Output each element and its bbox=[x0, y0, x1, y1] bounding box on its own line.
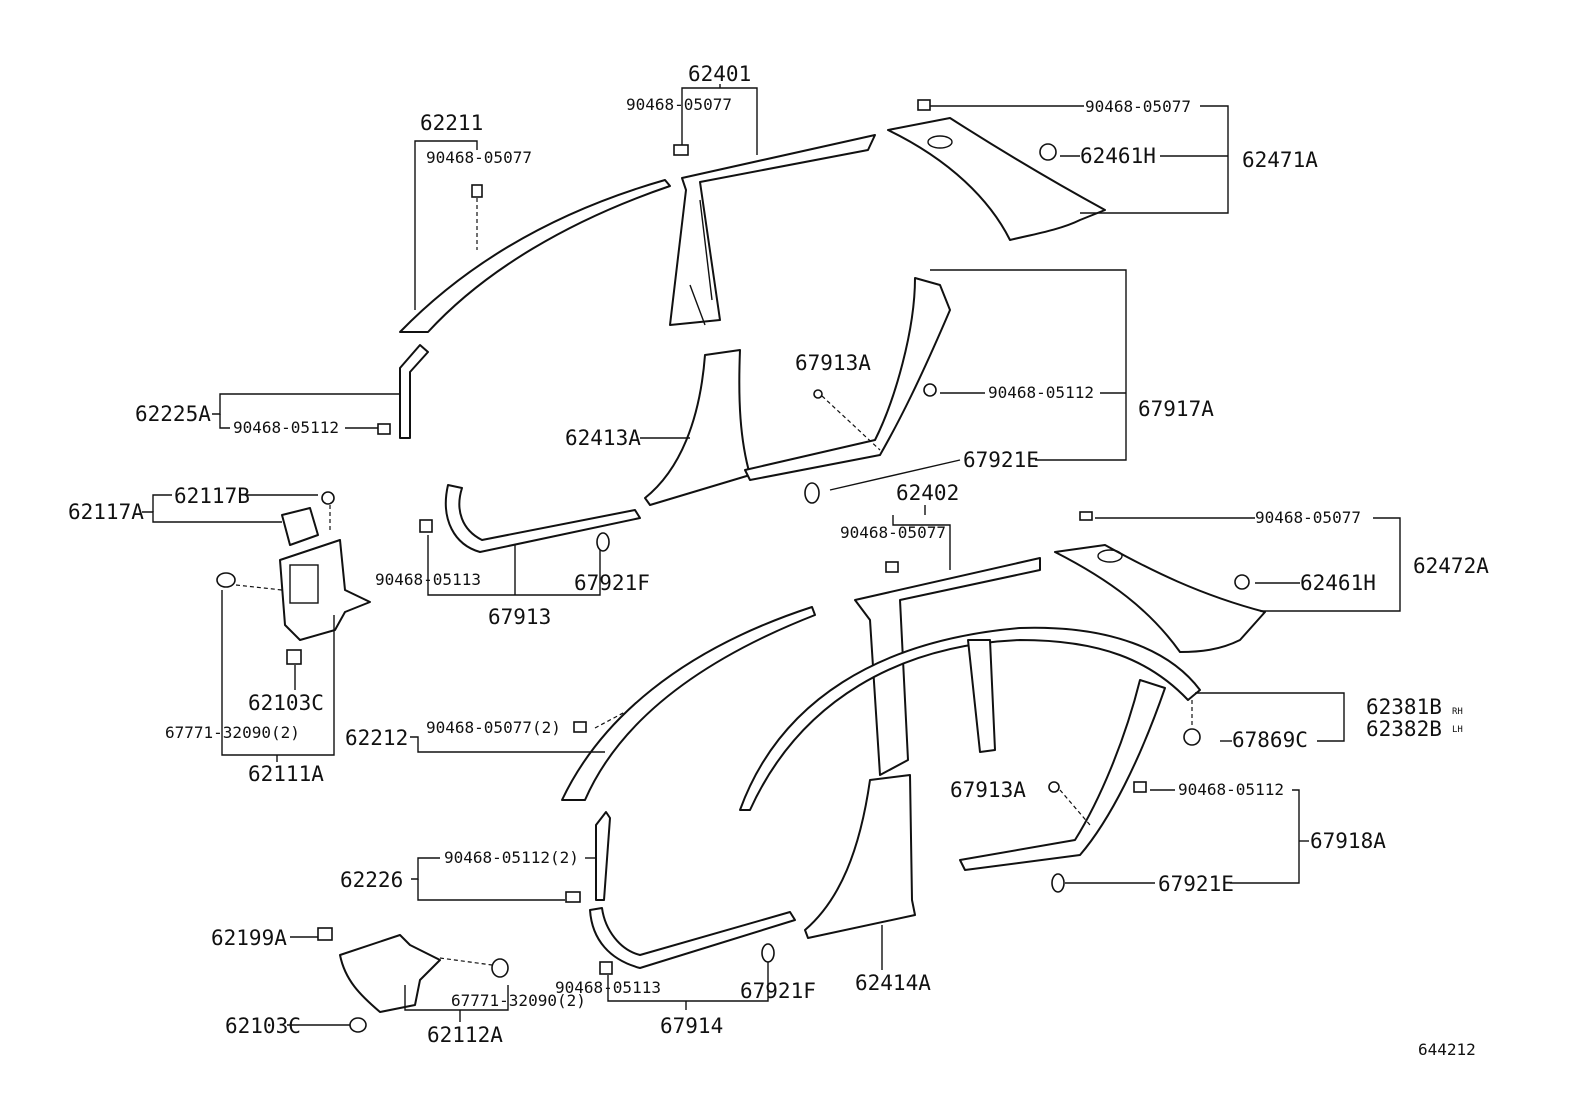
clip-icon bbox=[419, 519, 433, 533]
label-90468-05112: 90468-05112 bbox=[233, 418, 339, 437]
part-62401-drawing bbox=[669, 134, 876, 326]
label-62199A: 62199A bbox=[211, 926, 287, 950]
clip-icon bbox=[804, 482, 820, 504]
clip-icon bbox=[377, 423, 391, 435]
label-62461H: 62461H bbox=[1080, 144, 1156, 168]
part-62413A-drawing bbox=[644, 349, 751, 506]
label-67914: 67914 bbox=[660, 1014, 723, 1038]
clip-icon bbox=[317, 927, 333, 941]
label-62111A: 62111A bbox=[248, 762, 324, 786]
part-62472A-drawing bbox=[1054, 544, 1266, 653]
label-62382B: 62382B bbox=[1366, 717, 1442, 741]
label-62117A: 62117A bbox=[68, 500, 144, 524]
part-62212-drawing bbox=[561, 606, 816, 801]
screw-icon bbox=[1048, 781, 1060, 793]
label-67913A: 67913A bbox=[795, 351, 871, 375]
label-67771-32090-2: 67771-32090(2) bbox=[451, 991, 586, 1010]
part-67917A-drawing bbox=[744, 277, 951, 481]
clip-icon bbox=[286, 649, 302, 665]
part-drawings bbox=[279, 117, 1266, 1013]
clip-icon bbox=[216, 572, 236, 588]
clip-icon bbox=[923, 383, 937, 397]
part-67914-drawing bbox=[589, 907, 796, 969]
label-90468-05112: 90468-05112 bbox=[1178, 780, 1284, 799]
clip-icon bbox=[596, 532, 610, 552]
clip-icon bbox=[761, 943, 775, 963]
part-62112A-drawing bbox=[339, 934, 441, 1013]
clip-icon bbox=[885, 561, 899, 573]
label-67921F: 67921F bbox=[574, 571, 650, 595]
label-90468-05077: 90468-05077 bbox=[1255, 508, 1361, 527]
label-67913A: 67913A bbox=[950, 778, 1026, 802]
label-67921F: 67921F bbox=[740, 979, 816, 1003]
label-62103C: 62103C bbox=[225, 1014, 301, 1038]
label-67771-32090-2: 67771-32090(2) bbox=[165, 723, 300, 742]
clip-icon bbox=[599, 961, 613, 975]
part-67918A-drawing bbox=[959, 679, 1166, 871]
label-67918A: 67918A bbox=[1310, 829, 1386, 853]
clip-icon bbox=[491, 958, 509, 978]
label-62461H: 62461H bbox=[1300, 571, 1376, 595]
clip-icon bbox=[1133, 781, 1147, 793]
label-62103C: 62103C bbox=[248, 691, 324, 715]
label-rh: RH bbox=[1452, 707, 1463, 717]
label-62211: 62211 bbox=[420, 111, 483, 135]
clip-icon bbox=[673, 144, 689, 156]
label-67921E: 67921E bbox=[963, 448, 1039, 472]
label-62472A: 62472A bbox=[1413, 554, 1489, 578]
label-90468-05077: 90468-05077 bbox=[626, 95, 732, 114]
label-62414A: 62414A bbox=[855, 971, 931, 995]
label-62212: 62212 bbox=[345, 726, 408, 750]
clip-icon bbox=[1183, 728, 1201, 746]
label-90468-05077: 90468-05077 bbox=[426, 148, 532, 167]
label-90468-05113: 90468-05113 bbox=[555, 978, 661, 997]
label-62471A: 62471A bbox=[1242, 148, 1318, 172]
clip-icon bbox=[1079, 511, 1093, 521]
label-90468-05112: 90468-05112 bbox=[988, 383, 1094, 402]
label-90468-05077: 90468-05077 bbox=[840, 523, 946, 542]
clip-icon bbox=[471, 184, 483, 198]
part-62381B-drawing bbox=[739, 626, 1201, 811]
clip-icon bbox=[1234, 574, 1250, 590]
label-67913: 67913 bbox=[488, 605, 551, 629]
label-67869C: 67869C bbox=[1232, 728, 1308, 752]
part-labels: 62401 90468-05077 62211 90468-05077 9046… bbox=[68, 62, 1489, 1059]
clip-icon bbox=[1039, 143, 1057, 161]
clip-icon bbox=[565, 891, 581, 903]
label-62402: 62402 bbox=[896, 481, 959, 505]
label-90468-05113: 90468-05113 bbox=[375, 570, 481, 589]
label-62413A: 62413A bbox=[565, 426, 641, 450]
part-62226-drawing bbox=[595, 811, 611, 901]
clip-icon bbox=[1051, 873, 1065, 893]
label-62117B: 62117B bbox=[174, 484, 250, 508]
label-lh: LH bbox=[1452, 725, 1463, 735]
label-reference-number: 644212 bbox=[1418, 1040, 1476, 1059]
fasteners bbox=[216, 99, 1250, 1033]
screw-icon bbox=[813, 389, 823, 399]
clip-icon bbox=[349, 1017, 367, 1033]
part-62471A-drawing bbox=[887, 117, 1106, 241]
label-67917A: 67917A bbox=[1138, 397, 1214, 421]
clip-icon bbox=[917, 99, 931, 111]
label-90468-05077-2: 90468-05077(2) bbox=[426, 718, 561, 737]
label-62226: 62226 bbox=[340, 868, 403, 892]
label-62401: 62401 bbox=[688, 62, 751, 86]
clip-icon bbox=[321, 491, 335, 505]
label-62112A: 62112A bbox=[427, 1023, 503, 1047]
label-67921E: 67921E bbox=[1158, 872, 1234, 896]
part-62211-drawing bbox=[399, 179, 671, 333]
label-62381B: 62381B bbox=[1366, 695, 1442, 719]
label-90468-05077: 90468-05077 bbox=[1085, 97, 1191, 116]
part-62225A-drawing bbox=[399, 344, 429, 439]
part-62402-drawing bbox=[854, 557, 1041, 776]
part-67913-drawing bbox=[444, 484, 641, 553]
part-62414A-drawing bbox=[804, 774, 916, 939]
part-62111A-drawing bbox=[279, 539, 371, 641]
clip-icon bbox=[573, 721, 587, 733]
label-62225A: 62225A bbox=[135, 402, 211, 426]
label-90468-05112-2: 90468-05112(2) bbox=[444, 848, 579, 867]
leader-lines bbox=[142, 84, 1401, 1026]
